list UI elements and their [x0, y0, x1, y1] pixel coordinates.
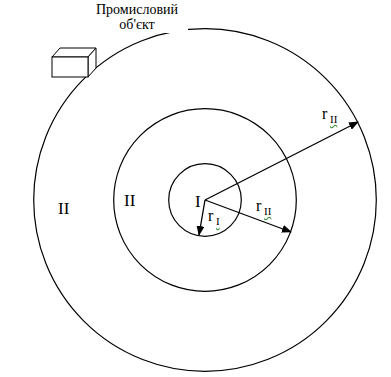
object-label: Промисловий об'єкт [86, 2, 188, 33]
zone-circle-outline [33, 28, 377, 372]
industrial-object: Промисловий об'єкт [50, 2, 200, 80]
radius-symbol: r [322, 106, 327, 122]
radius-arrow [205, 200, 291, 232]
zone-label: I [194, 193, 202, 212]
zone-circle-outline [113, 108, 297, 292]
zone-circle: IIIII [33, 28, 377, 372]
radius-subscript: II [330, 114, 337, 125]
zone-circle: III [113, 108, 297, 292]
zone-circle-outline [168, 163, 242, 237]
radius-subscript: II [264, 206, 271, 217]
zone-label: II [57, 200, 70, 219]
zone-label: II [123, 192, 136, 211]
radius-arrow [205, 122, 358, 200]
radius-subscript: I [216, 216, 220, 227]
radius-symbol: r [208, 208, 213, 224]
radius-symbol: r [256, 198, 261, 214]
zone-circle: I [168, 163, 242, 237]
